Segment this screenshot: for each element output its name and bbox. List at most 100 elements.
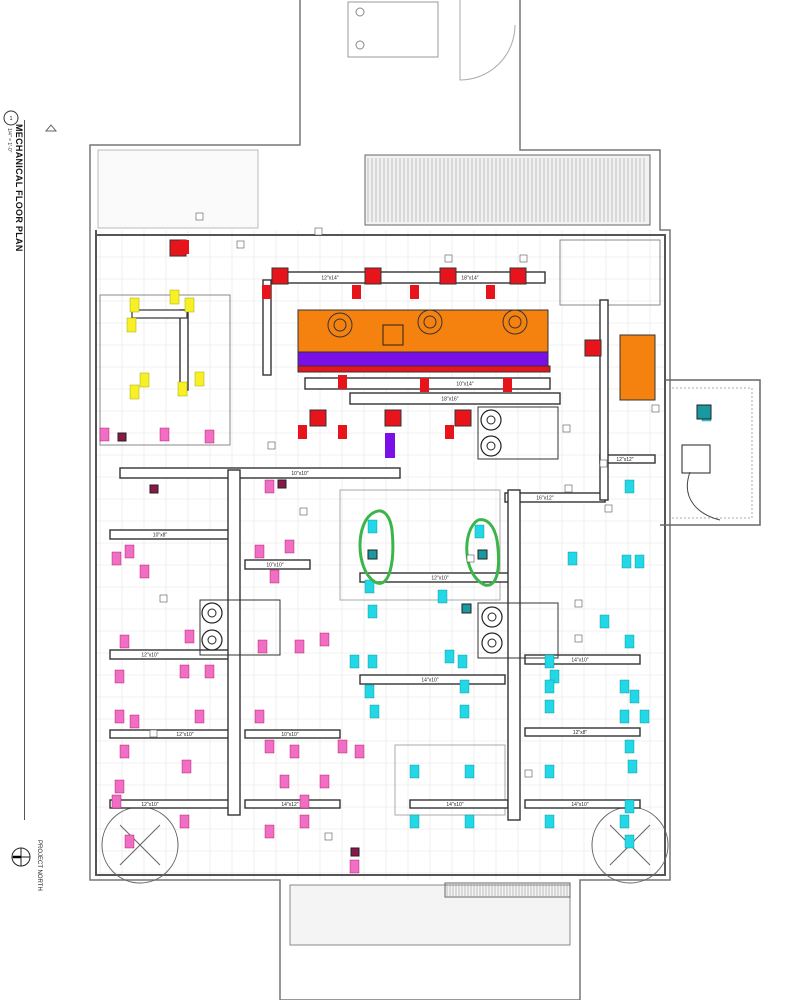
callout-tag <box>604 504 613 513</box>
equipment-tag <box>410 285 419 299</box>
zone-a-tag <box>179 664 190 679</box>
duct-run <box>274 271 546 284</box>
north-label: PROJECT NORTH <box>36 840 42 891</box>
callout-tag <box>519 254 528 263</box>
duct-size-label: 10"x14" <box>456 382 473 388</box>
duct-size-label: 16"x12" <box>536 496 553 502</box>
rooftop-unit <box>619 334 656 401</box>
duct-size-label: 10"x10" <box>281 732 298 738</box>
duct-size-label: 12"x14" <box>321 276 338 282</box>
fan-coil-icon <box>480 435 502 457</box>
diffuser-icon <box>461 603 472 614</box>
annex-unit <box>681 444 711 474</box>
exhaust-tag <box>194 371 205 387</box>
zone-a-tag <box>181 759 192 774</box>
zone-a-tag <box>264 739 275 754</box>
zone-a-tag <box>337 739 348 754</box>
duct-run <box>524 799 641 809</box>
callout-tag <box>444 254 453 263</box>
callout-tag <box>524 769 533 778</box>
fan-coil-unit <box>199 599 281 656</box>
view-number-symbol <box>3 110 19 126</box>
fan-coil-icon <box>207 635 217 645</box>
duct-trunk <box>262 279 272 376</box>
zone-a-tag <box>139 564 150 579</box>
return-plenum <box>297 351 549 367</box>
zone-a-tag <box>254 544 265 559</box>
fan-coil-icon <box>487 638 497 648</box>
annex-outline <box>660 379 761 526</box>
callout-tag <box>574 599 583 608</box>
duct-size-label: 18"x14" <box>461 276 478 282</box>
callout-tag <box>574 634 583 643</box>
interior-wall <box>95 230 666 876</box>
zone-a-tag <box>269 569 280 584</box>
equipment-tag <box>180 240 189 254</box>
exhaust-tag <box>126 317 137 333</box>
supply-fan-unit <box>509 267 527 285</box>
zone-a-tag <box>289 744 300 759</box>
zone-b-tag <box>544 654 555 669</box>
exhaust-fan-icon <box>117 432 127 442</box>
zone-b-tag <box>599 614 610 629</box>
refrigerant-line <box>686 471 721 521</box>
zone-b-tag <box>619 709 630 724</box>
bottom-entry <box>289 884 571 946</box>
zone-b-tag <box>459 704 470 719</box>
duct-trunk <box>507 489 521 821</box>
zone-a-tag <box>257 639 268 654</box>
duct-run <box>524 654 641 665</box>
equipment-tag <box>352 285 361 299</box>
zone-b-tag <box>437 589 448 604</box>
zone-b-tag <box>409 764 420 779</box>
zone-a-tag <box>319 632 330 647</box>
zone-a-tag <box>124 834 135 849</box>
duct-size-label: 12"x12" <box>616 457 633 463</box>
zone-a-tag <box>194 709 205 724</box>
zone-b-tag <box>364 579 375 594</box>
entry-vestibule <box>347 1 439 58</box>
diffuser-icon <box>367 549 378 560</box>
duct-size-label: 10"x10" <box>291 471 308 477</box>
zone-a-tag <box>279 774 290 789</box>
zone-a-tag <box>129 714 140 729</box>
fan-icon <box>417 309 443 335</box>
zone-b-tag <box>549 669 560 684</box>
zone-a-tag <box>159 427 170 442</box>
callout-tag <box>324 832 333 841</box>
zone-a-tag <box>184 629 195 644</box>
supply-plenum <box>297 365 551 373</box>
zone-b-tag <box>459 679 470 694</box>
fan-icon <box>423 315 437 329</box>
equipment-tag <box>338 425 347 439</box>
duct-size-label: 14"x10" <box>571 802 588 808</box>
callout-tag <box>562 424 571 433</box>
zone-b-tag <box>619 679 630 694</box>
zone-a-tag <box>111 794 122 809</box>
supply-fan-unit <box>384 409 402 427</box>
view-number: 1 <box>10 116 13 122</box>
callout-tag <box>314 227 323 236</box>
fan-coil-icon <box>486 415 496 425</box>
supply-fan-unit <box>454 409 472 427</box>
duct-size-label: 14"x10" <box>446 802 463 808</box>
duct-size-label: 14"x10" <box>571 658 588 664</box>
exhaust-fan-icon <box>149 484 159 494</box>
markup-circle <box>465 518 500 587</box>
duct-size-label: 14"x12" <box>281 802 298 808</box>
duct-size-label: 12"x10" <box>141 653 158 659</box>
zone-b-tag <box>444 649 455 664</box>
zone-b-tag <box>624 834 635 849</box>
duct-run <box>349 392 561 405</box>
zone-a-tag <box>299 794 310 809</box>
bottom-grille <box>444 882 571 898</box>
duct-size-label: 12"x8" <box>573 730 588 736</box>
zone-a-tag <box>111 551 122 566</box>
zone-a-tag <box>264 824 275 839</box>
callout-tag <box>267 441 276 450</box>
building-outline <box>89 0 671 1000</box>
zone-b-tag <box>624 799 635 814</box>
equipment-tag <box>298 425 307 439</box>
exhaust-fan-icon <box>277 479 287 489</box>
callout-tag <box>299 507 308 516</box>
